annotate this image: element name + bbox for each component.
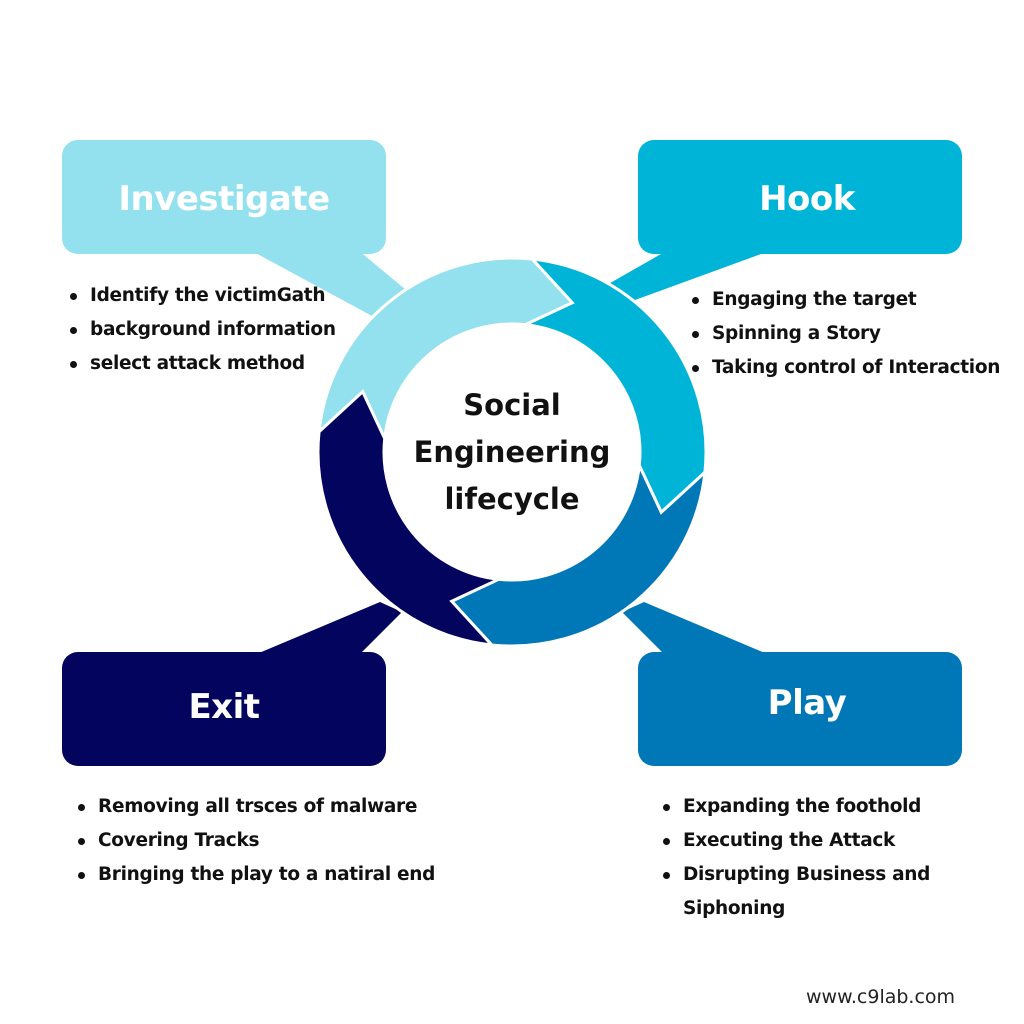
hook-callout-tail xyxy=(598,250,772,304)
play-bullet: Expanding the foothold xyxy=(663,790,983,824)
hook-callout xyxy=(598,140,962,304)
hook-callout-box xyxy=(638,140,962,254)
investigate-bullet: background information xyxy=(70,313,410,347)
play-callout-box xyxy=(638,652,962,766)
ring-center-disc xyxy=(385,325,639,579)
hook-title: Hook xyxy=(759,179,855,219)
lifecycle-ring xyxy=(316,256,708,648)
exit-bullet: Bringing the play to a natiral end xyxy=(78,858,438,892)
play-callout-tail xyxy=(622,602,772,656)
exit-title: Exit xyxy=(188,687,260,727)
investigate-callout-box xyxy=(62,140,386,254)
play-callout xyxy=(622,602,962,766)
investigate-title: Investigate xyxy=(118,179,330,219)
hook-bullet: Engaging the target xyxy=(692,283,1024,317)
exit-bullet: Covering Tracks xyxy=(78,824,438,858)
hook-bullet-list: Engaging the target Spinning a Story Tak… xyxy=(688,283,1024,385)
investigate-bullet-list: Identify the victimGath background infor… xyxy=(66,279,410,381)
footer-url[interactable]: www.c9lab.com xyxy=(806,986,956,1008)
play-title: Play xyxy=(767,683,847,723)
exit-bullet-list: Removing all trsces of malware Covering … xyxy=(74,790,438,892)
exit-bullet: Removing all trsces of malware xyxy=(78,790,438,824)
exit-callout-box xyxy=(62,652,386,766)
hook-bullet: Taking control of Interaction xyxy=(692,351,1024,385)
center-title-line-3: lifecycle xyxy=(444,482,580,516)
investigate-bullet: select attack method xyxy=(70,347,410,381)
center-title-line-2: Engineering xyxy=(413,435,611,469)
center-title-line-1: Social xyxy=(463,388,561,422)
exit-callout-tail xyxy=(252,602,402,656)
ring-segment-exit xyxy=(316,389,505,647)
center-title: Social Engineering lifecycle xyxy=(392,382,632,523)
play-bullet: Executing the Attack xyxy=(663,824,983,858)
hook-bullet: Spinning a Story xyxy=(692,317,1024,351)
play-bullet: Disrupting Business and Siphoning xyxy=(663,858,983,926)
investigate-bullet: Identify the victimGath xyxy=(70,279,410,313)
exit-callout xyxy=(62,602,402,766)
play-bullet-list: Expanding the foothold Executing the Att… xyxy=(659,790,983,926)
